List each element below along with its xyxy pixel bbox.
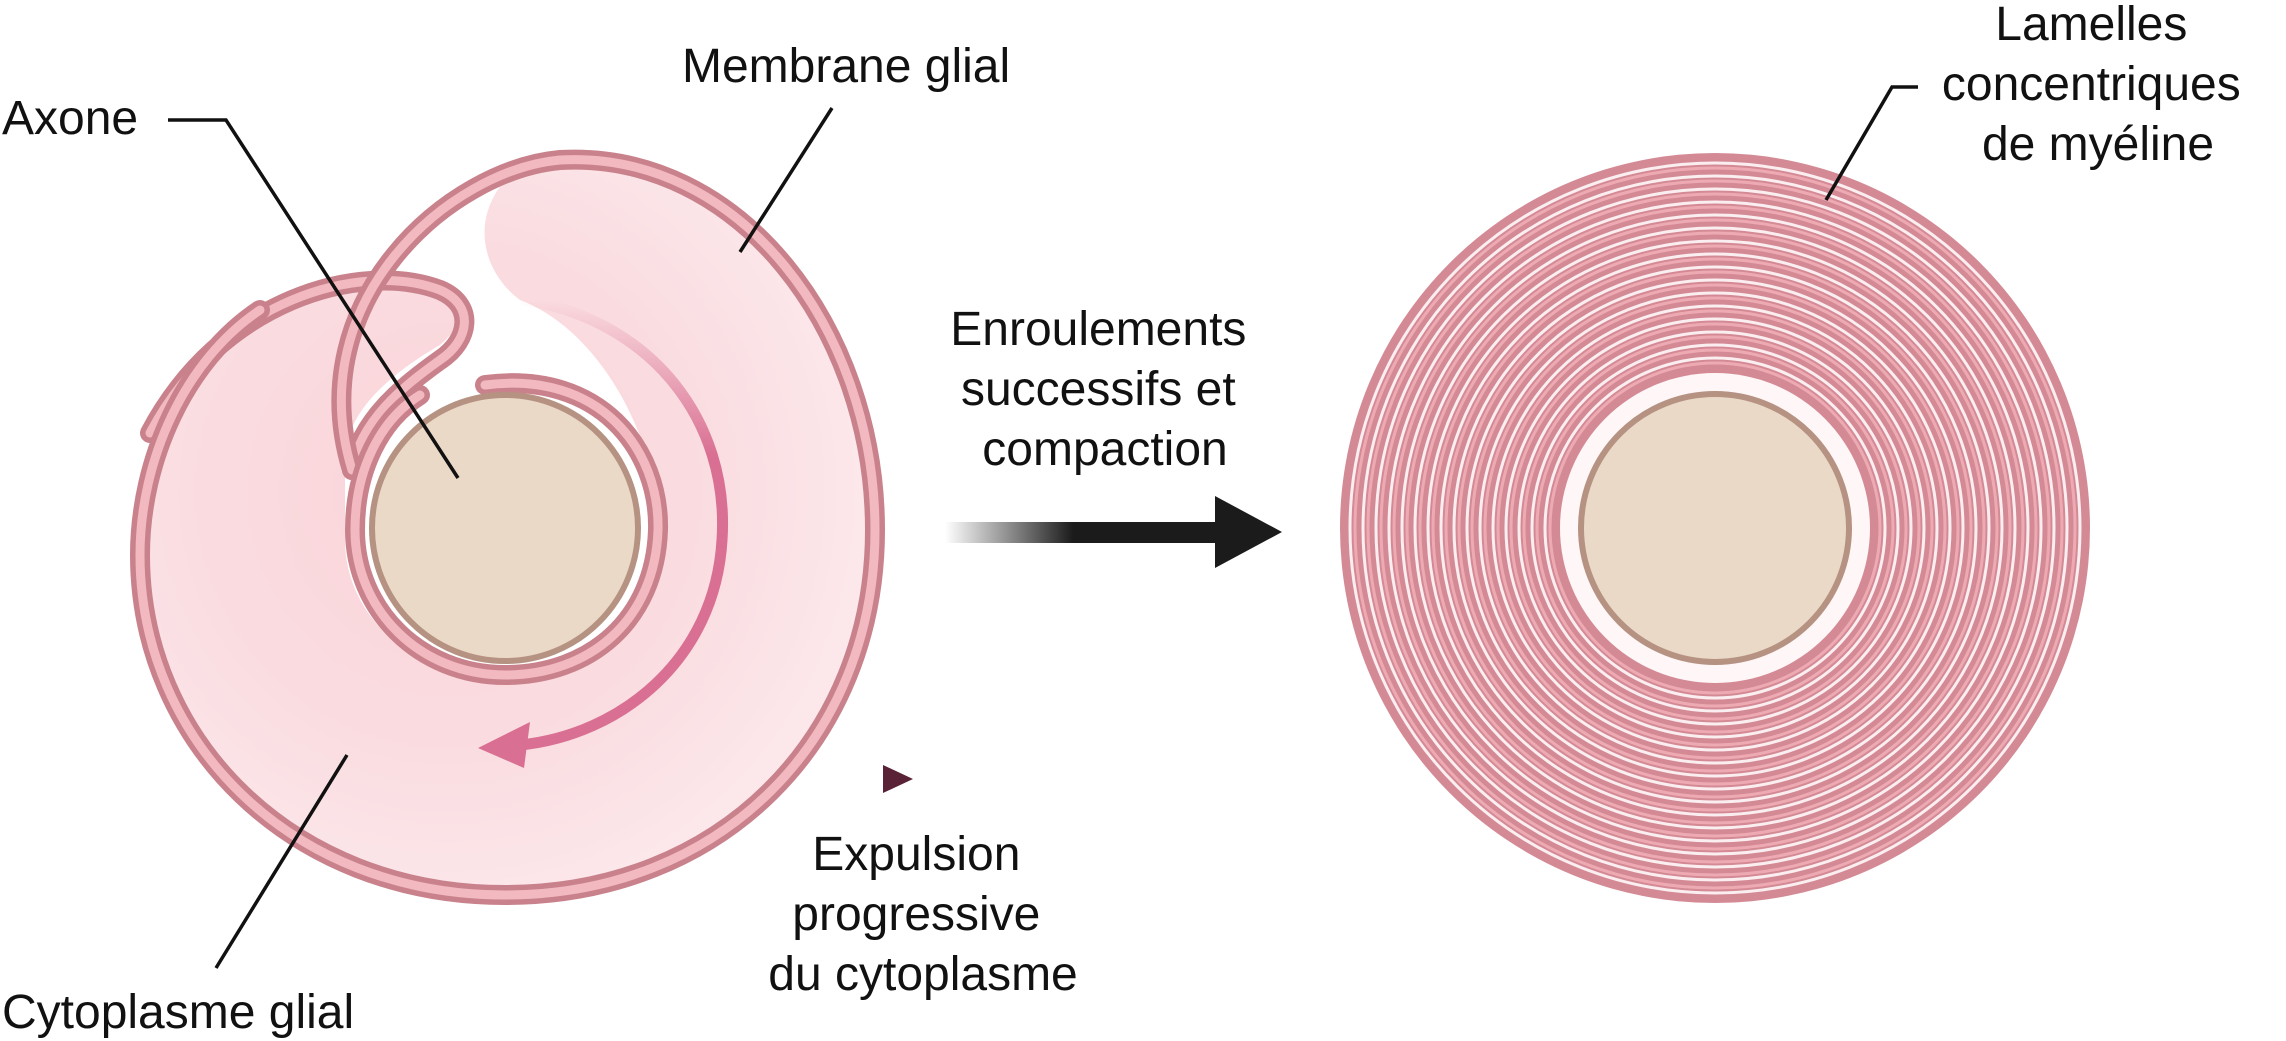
glial-cell-wrapping [129,149,913,906]
myelin-lamella [1387,200,2043,856]
myelin-lamella [1517,330,1913,726]
glial-cytoplasm [140,158,875,900]
expulsion-label-line-3: du cytoplasme [768,948,1078,1001]
myelin-lamella-inner [1431,244,1999,812]
myelin-lamella [1465,278,1965,778]
lamelles-label: Lamelles concentriques de myéline [1942,0,2254,171]
myelin-lamella-inner [1457,270,1973,786]
myelin-lamella-inner [1405,218,2025,838]
myelin-lamella-inner [1353,166,2077,890]
myelin-lamella-inner [1483,296,1947,760]
membrane-leader [738,107,834,253]
myelin-lamella [1543,356,1887,700]
cytoplasme-label: Cytoplasme glial [2,986,354,1039]
myelin-lamella-inner [1509,322,1921,734]
cytoplasme-leader [214,754,349,969]
process-label-line-1: Enroulements [950,303,1246,356]
myelin-lamella-inner [1366,179,2064,877]
myelin-lamella-inner [1418,231,2012,825]
process-label: Enroulements successifs et compaction [950,303,1260,476]
process-arrow [945,496,1282,568]
expulsion-label-line-2: progressive [792,888,1040,941]
myelin-lamella [1478,291,1952,765]
myelin-lamella [1426,239,2004,817]
myelin-lamella [1491,304,1939,752]
myelin-lamella-inner [1470,283,1960,773]
axone-label: Axone [2,92,138,145]
lamelles-label-line-3: de myéline [1982,118,2214,171]
lamelles-label-line-2: concentriques [1942,58,2241,111]
expulsion-label-line-1: Expulsion [812,828,1020,881]
myelin-lamella-inner [1496,309,1934,747]
myelin-lamella [1361,174,2069,882]
myelin-lamella [1504,317,1926,739]
myelin-lamella-inner [1392,205,2038,851]
myelin-lamella-inner [1444,257,1986,799]
myelin-lamella [1452,265,1978,791]
process-arrowhead [1215,496,1282,568]
myelin-lamella-inner [1522,335,1908,721]
lamelles-label-line-1: Lamelles [1995,0,2187,51]
process-label-line-2: successifs et [961,363,1236,416]
axon-right [1578,391,1852,665]
process-label-line-3: compaction [982,423,1227,476]
lamelles-leader [1824,85,1918,201]
rotation-arrowhead [478,722,530,768]
myelin-lamella [1439,252,1991,804]
expulsion-label: Expulsion progressive du cytoplasme [768,828,1078,1001]
myelin-lamella [1413,226,2017,830]
myelin-lamellae [1348,161,2082,895]
axon-left [369,392,641,664]
axone-leader [168,118,460,479]
leader-lines [168,85,1918,969]
myelin-lamella [1530,343,1900,713]
rotation-arrow [514,294,729,751]
membrane-label: Membrane glial [682,40,1010,93]
myelin-sheath [1340,153,2090,903]
myelin-lamella [1348,161,2082,895]
myelin-lamella [1374,187,2056,869]
myelin-lamella-inner [1548,361,1882,695]
myelin-lamella-inner [1535,348,1895,708]
expulsion-arrowhead [883,765,913,793]
myelin-lamella-inner [1379,192,2051,864]
myelin-lamella [1400,213,2030,843]
